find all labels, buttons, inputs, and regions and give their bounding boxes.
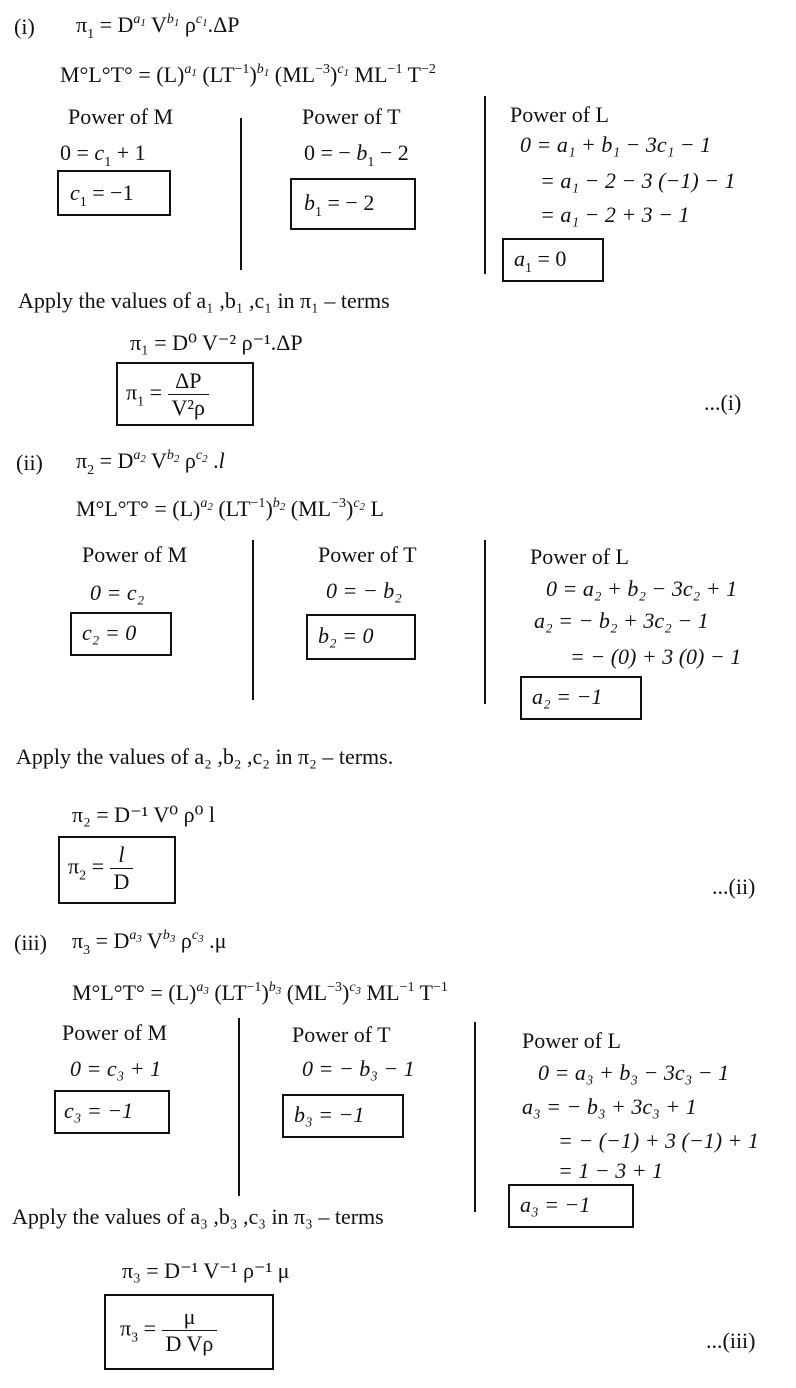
part2-t-result-box — [306, 614, 416, 660]
part2-heading-power-l: Power of L — [530, 544, 629, 569]
part3-label: (iii) — [14, 930, 47, 955]
part1-label: (i) — [14, 14, 35, 39]
part2-label: (ii) — [16, 450, 43, 475]
part2-result-numerator: l — [109, 844, 134, 869]
part1-equation-ref: ...(i) — [704, 390, 742, 415]
part1-t-result-box — [290, 178, 416, 230]
part3-heading-power-m: Power of M — [62, 1020, 168, 1045]
part1-result-box — [116, 362, 254, 426]
part3-equation-ref: ...(iii) — [706, 1328, 756, 1353]
part3-apply-text: Apply the values of a₃ ,b₃ ,c₃ in π₃ – t… — [12, 1204, 384, 1229]
part1-pi-equation: π1 = Da1 Vb1 ρc1.ΔP — [76, 12, 240, 42]
part2-substitution: π₂ = D⁻¹ V⁰ ρ⁰ l — [72, 802, 215, 827]
part1-divider-2 — [484, 96, 486, 274]
part1-result-denominator: V²ρ — [171, 395, 205, 420]
part1-l-result-box — [502, 238, 604, 282]
part3-t-equation: 0 = − b₃ − 1 — [302, 1056, 415, 1081]
part3-m-equation: 0 = c₃ + 1 — [70, 1056, 162, 1081]
part3-l-line-1: 0 = a₃ + b₃ − 3c₃ − 1 — [538, 1060, 730, 1085]
part1-t-result: b1 = − 2 — [304, 190, 375, 220]
part2-divider-2 — [484, 540, 486, 704]
part2-pi-equation: π2 = Da2 Vb2 ρc2 .l — [76, 448, 225, 478]
part2-m-result-box — [70, 612, 172, 656]
part1-m-equation: 0 = c1 + 1 — [60, 140, 146, 170]
part3-l-line-2: a₃ = − b₃ + 3c₃ + 1 — [522, 1094, 697, 1119]
part3-t-result: b₃ = −1 — [294, 1102, 365, 1127]
part1-dim-lhs: M°L°T° — [60, 62, 133, 87]
part3-result-denominator: D Vρ — [165, 1331, 214, 1356]
part2-t-equation: 0 = − b₂ — [326, 578, 402, 603]
part2-result-denominator: D — [113, 869, 130, 894]
part1-l-line-2: = a₁ − 2 − 3 (−1) − 1 — [540, 168, 736, 193]
part1-dimension-equation: M°L°T° = (L)a1 (LT−1)b1 (ML−3)c1 ML−1 T−… — [60, 62, 436, 87]
part1-t-equation: 0 = − b1 − 2 — [304, 140, 409, 170]
part1-m-result-box — [57, 170, 171, 216]
part1-substitution: π₁ = D⁰ V⁻² ρ⁻¹.ΔP — [130, 330, 303, 355]
part3-result-numerator: μ — [161, 1306, 218, 1331]
part1-divider-1 — [240, 118, 242, 270]
part1-l-result: a1 = 0 — [514, 246, 567, 276]
part3-dim-lhs: M°L°T° — [72, 980, 145, 1005]
part3-pi-equation: π3 = Da3 Vb3 ρc3 .μ — [72, 928, 227, 958]
part3-heading-power-t: Power of T — [292, 1022, 391, 1047]
part2-m-equation: 0 = c₂ — [90, 580, 145, 605]
part2-l-result-box — [520, 676, 642, 720]
part1-result-numerator: ΔP — [167, 370, 209, 395]
part3-l-line-4: = 1 − 3 + 1 — [558, 1158, 664, 1183]
part3-heading-power-l: Power of L — [522, 1028, 621, 1053]
part2-apply-text: Apply the values of a₂ ,b₂ ,c₂ in π₂ – t… — [16, 744, 394, 769]
part2-dimension-equation: M°L°T° = (L)a2 (LT−1)b2 (ML−3)c2 L — [76, 496, 384, 521]
part2-t-result: b₂ = 0 — [318, 623, 374, 648]
part3-result-box — [104, 1294, 274, 1370]
part3-divider-1 — [238, 1018, 240, 1196]
part3-m-result: c₃ = −1 — [64, 1098, 134, 1123]
part2-divider-1 — [252, 540, 254, 700]
part3-l-line-3: = − (−1) + 3 (−1) + 1 — [558, 1128, 759, 1153]
part3-l-result: a₃ = −1 — [520, 1192, 591, 1217]
part2-l-result: a₂ = −1 — [532, 684, 603, 709]
part3-dimension-equation: M°L°T° = (L)a3 (LT−1)b3 (ML−3)c3 ML−1 T−… — [72, 980, 448, 1005]
part3-t-result-box — [282, 1094, 404, 1138]
part1-l-line-1: 0 = a₁ + b₁ − 3c₁ − 1 — [520, 132, 712, 157]
part3-substitution: π₃ = D⁻¹ V⁻¹ ρ⁻¹ μ — [122, 1258, 290, 1283]
part2-heading-power-t: Power of T — [318, 542, 417, 567]
part1-m-result: c1 = −1 — [70, 180, 134, 210]
part3-m-result-box — [54, 1090, 170, 1134]
part2-equation-ref: ...(ii) — [712, 874, 756, 899]
part2-result-box — [58, 836, 176, 904]
part1-heading-power-t: Power of T — [302, 104, 401, 129]
part2-dim-lhs: M°L°T° — [76, 496, 149, 521]
part3-l-result-box — [508, 1184, 634, 1228]
part2-l-line-1: 0 = a₂ + b₂ − 3c₂ + 1 — [546, 576, 738, 601]
part1-l-line-3: = a₁ − 2 + 3 − 1 — [540, 202, 690, 227]
part2-m-result: c₂ = 0 — [82, 620, 137, 645]
part2-l-line-2: a₂ = − b₂ + 3c₂ − 1 — [534, 608, 709, 633]
part3-divider-2 — [474, 1022, 476, 1212]
part1-eq-tail: .ΔP — [207, 12, 240, 37]
part1-heading-power-l: Power of L — [510, 102, 609, 127]
part2-l-line-3: = − (0) + 3 (0) − 1 — [570, 644, 742, 669]
part1-apply-text: Apply the values of a₁ ,b₁ ,c₁ in π₁ – t… — [18, 288, 390, 313]
part2-heading-power-m: Power of M — [82, 542, 188, 567]
part1-heading-power-m: Power of M — [68, 104, 174, 129]
